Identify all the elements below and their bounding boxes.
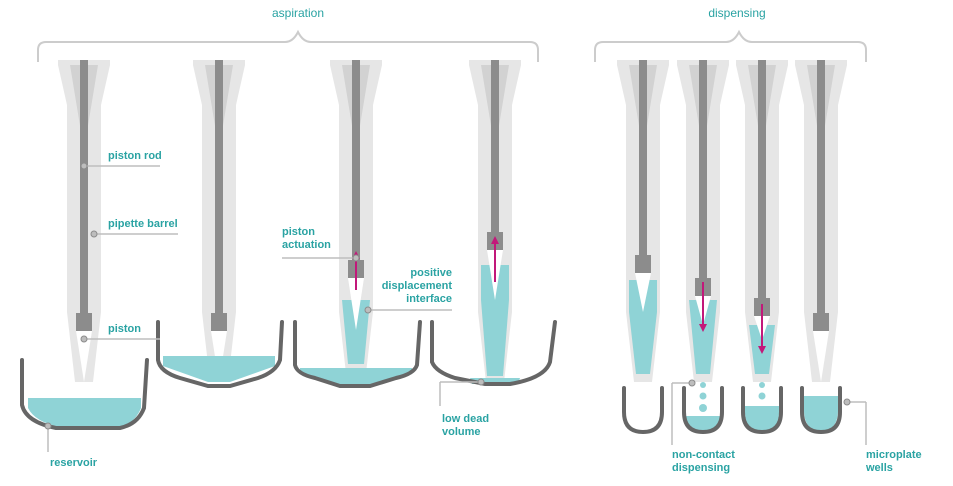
piston <box>76 313 92 331</box>
label-pipette-barrel: pipette barrel <box>108 218 178 230</box>
label-pdi-line2: displacement <box>382 280 453 292</box>
reservoir-vessel <box>20 358 149 430</box>
aspirated-liquid <box>342 300 370 364</box>
label-pdi-line3: interface <box>406 293 452 305</box>
label-piston-actuation-line1: piston <box>282 226 315 238</box>
label-piston: piston <box>108 323 141 335</box>
dispensing-brace <box>594 29 867 62</box>
piston-rod <box>80 60 88 313</box>
well-1 <box>622 386 664 435</box>
pipette-1 <box>58 60 110 382</box>
droplet <box>699 392 707 400</box>
well-2 <box>682 382 724 435</box>
vessel-3 <box>293 320 422 388</box>
well-4 <box>800 386 842 435</box>
pipette-5 <box>617 60 669 382</box>
droplet <box>699 404 707 412</box>
label-low-dead-volume-line2: volume <box>442 426 481 438</box>
pipette-8 <box>795 60 847 382</box>
pipette-4 <box>469 60 521 382</box>
pipette-6 <box>677 60 729 382</box>
label-low-dead-volume-line1: low dead <box>442 413 489 425</box>
label-microplate-line2: wells <box>865 462 893 474</box>
well-3 <box>741 382 783 435</box>
label-non-contact-line1: non-contact <box>672 449 735 461</box>
pipette-7 <box>736 60 788 382</box>
droplet <box>759 382 765 388</box>
header-dispensing: dispensing <box>708 6 765 20</box>
label-piston-rod: piston rod <box>108 150 162 162</box>
label-microplate-line1: microplate <box>866 449 922 461</box>
pipette-2 <box>193 60 245 382</box>
droplet <box>700 382 706 388</box>
label-reservoir: reservoir <box>50 457 98 469</box>
reservoir-liquid <box>28 398 141 427</box>
vessel-2 <box>156 320 284 388</box>
droplet <box>758 392 766 400</box>
label-pdi-line1: positive <box>410 267 452 279</box>
label-piston-actuation-line2: actuation <box>282 239 331 251</box>
label-non-contact-line2: dispensing <box>672 462 730 474</box>
leader-lines <box>44 162 867 452</box>
aspiration-brace <box>37 29 539 62</box>
header-aspiration: aspiration <box>272 6 324 20</box>
pipette-3 <box>330 60 382 382</box>
